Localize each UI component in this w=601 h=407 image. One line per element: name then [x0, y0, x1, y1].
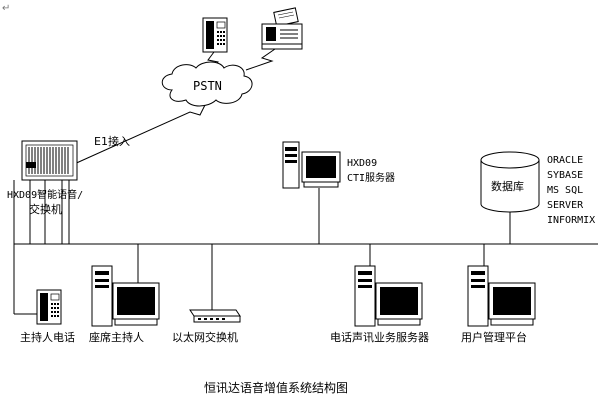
ethernet-switch-label: 以太网交换机 — [172, 330, 238, 344]
seat-host-label: 座席主持人 — [89, 330, 144, 344]
cti-server-icon — [282, 141, 341, 189]
seat-computer-icon — [91, 265, 160, 327]
pstn-label: PSTN — [193, 79, 222, 93]
db-type-sybase: SYBASE — [547, 170, 583, 181]
voice-server-label: 电话声讯业务服务器 — [330, 330, 429, 344]
voice-switch-icon — [21, 140, 78, 181]
database-icon — [480, 151, 540, 213]
host-phone-label: 主持人电话 — [20, 330, 75, 344]
cti-label-line1: HXD09 — [347, 158, 377, 169]
voice-server-icon — [354, 265, 423, 327]
cti-label-line2: CTI服务器 — [347, 171, 395, 184]
switch-drop-lines — [13, 180, 70, 315]
db-type-oracle: ORACLE — [547, 155, 583, 166]
pstn-cloud — [161, 61, 253, 107]
database-label: 数据库 — [491, 179, 524, 193]
fax-machine-icon — [261, 7, 303, 50]
fax-link — [245, 48, 276, 71]
diagram-caption: 恒讯达语音增值系统结构图 — [204, 380, 348, 395]
e1-link — [71, 104, 206, 166]
e1-label: E1接入 — [94, 135, 130, 148]
db-type-mssql: MS SQL — [547, 185, 583, 196]
host-telephone-icon — [36, 289, 62, 325]
corner-mark: ↵ — [2, 3, 10, 14]
user-mgmt-label: 用户管理平台 — [461, 330, 527, 344]
ethernet-switch-icon — [189, 309, 241, 323]
telephone-icon — [202, 17, 228, 53]
db-type-informix: INFORMIX — [547, 215, 595, 226]
user-mgmt-computer-icon — [467, 265, 536, 327]
db-type-server: SERVER — [547, 200, 584, 211]
